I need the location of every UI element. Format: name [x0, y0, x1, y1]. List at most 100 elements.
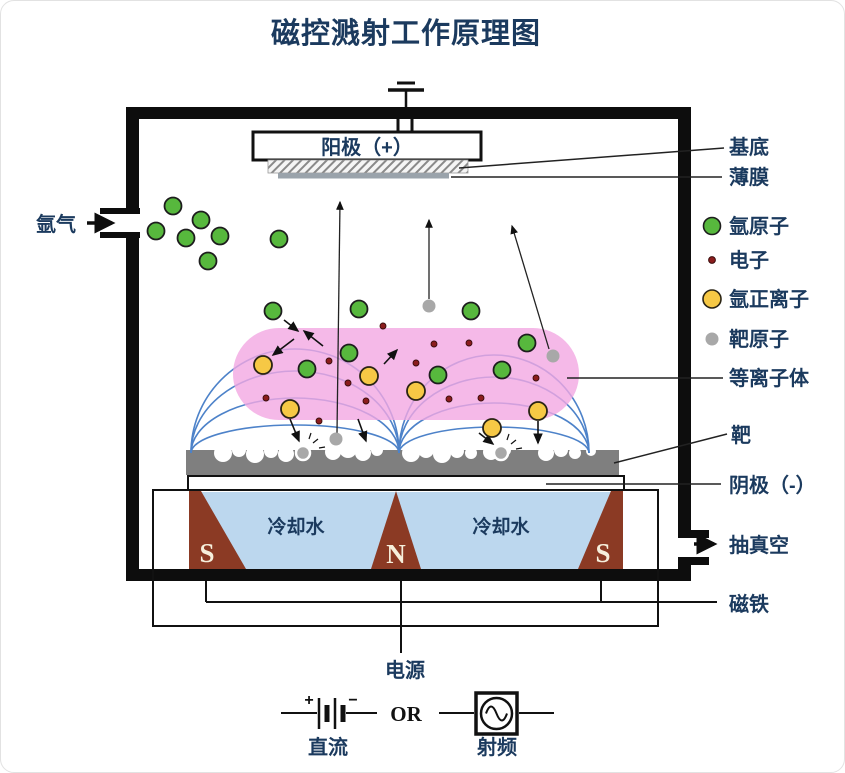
- page-title: 磁控溅射工作原理图: [271, 16, 541, 50]
- gas-inlet-label: 氩气: [36, 212, 76, 236]
- magnet-pole-label-left: S: [199, 538, 214, 568]
- cooling-water-label-right: 冷却水: [472, 515, 530, 538]
- impact-sparks: [308, 432, 523, 450]
- electron: [379, 322, 387, 330]
- plasma-region: [233, 328, 579, 420]
- target-pointer-line: [613, 433, 728, 464]
- argon-ion: [280, 399, 300, 419]
- dc-battery-symbol: [281, 698, 377, 729]
- argon-atom: [339, 343, 359, 363]
- legend-cathode-label: 阴极（-）: [729, 473, 816, 497]
- erosion-cloud: [554, 443, 568, 457]
- target-atoms: [329, 299, 560, 446]
- erosion-cloud: [214, 444, 232, 462]
- electron: [315, 417, 323, 425]
- erosion-cloud: [339, 440, 357, 458]
- magnet-pole-label-center: N: [386, 539, 406, 569]
- magnet-south-left: [189, 491, 246, 569]
- electron: [344, 379, 352, 387]
- erosion-cloud: [246, 445, 264, 463]
- argon-ion: [359, 366, 379, 386]
- electron: [445, 395, 453, 403]
- erosion-cloud: [538, 445, 554, 461]
- chamber-wall-left-lower: [126, 232, 139, 581]
- erosion-cloud: [569, 447, 581, 459]
- electrons: [262, 322, 540, 425]
- erosion-cloud: [450, 444, 464, 458]
- argon-atom: [428, 365, 448, 385]
- argon-atom: [176, 228, 196, 248]
- gas-inlet-stub-bottom: [100, 232, 140, 238]
- vacuum-port-stub-top: [678, 530, 709, 538]
- rf-label: 射频: [476, 735, 517, 759]
- legend-argon-ion-icon: [702, 289, 722, 309]
- power-supply-label: 电源: [385, 659, 425, 682]
- erosion-cloud: [278, 446, 294, 462]
- substrate-pointer-line: [458, 147, 725, 169]
- vacuum-port-stub-bottom: [678, 557, 709, 565]
- legend-target-label: 靶: [731, 423, 751, 447]
- argon-ions: [253, 355, 548, 438]
- sputtered-atom: [492, 444, 510, 462]
- argon-ion: [406, 381, 426, 401]
- erosion-cloud: [355, 445, 371, 461]
- gas-inlet-stub-top: [100, 208, 140, 214]
- target-atom: [329, 432, 343, 446]
- argon-atom: [349, 299, 369, 319]
- argon-atom: [146, 221, 166, 241]
- electron: [532, 374, 540, 382]
- electron: [362, 397, 370, 405]
- chamber-wall-top: [126, 107, 691, 119]
- erosion-cloud: [433, 445, 451, 463]
- chamber-wall-bottom: [126, 569, 691, 581]
- atom-trajectory-arrows: [335, 200, 550, 434]
- cathode-plate: [187, 475, 625, 491]
- collision-arrows: [271, 319, 543, 445]
- argon-ion: [528, 401, 548, 421]
- legend-target-atom-label: 靶原子: [729, 327, 789, 351]
- anode-label: 阳极（+）: [321, 135, 413, 159]
- argon-atom: [269, 229, 289, 249]
- argon-ion: [253, 355, 273, 375]
- legend-substrate-label: 基底: [729, 135, 769, 159]
- legend-target-atom-icon: [705, 332, 719, 346]
- cooling-water-label-left: 冷却水: [267, 515, 325, 538]
- erosion-cloud: [402, 444, 420, 462]
- ground-symbol: [388, 81, 424, 107]
- argon-atom: [163, 196, 183, 216]
- legend-electron-icon: [708, 256, 716, 264]
- argon-atom: [191, 210, 211, 230]
- erosion-cloud: [418, 442, 434, 458]
- sine-wave-icon: [485, 705, 508, 722]
- argon-atom: [210, 226, 230, 246]
- magnet-housing-box: [152, 489, 659, 627]
- legend-electron-label: 电子: [729, 249, 769, 272]
- argon-atom: [492, 360, 512, 380]
- magnet-north-center: [371, 491, 421, 569]
- electron: [465, 339, 473, 347]
- thin-film-layer: [278, 173, 449, 179]
- sputtered-atom: [294, 444, 312, 462]
- chamber-wall-left-upper: [126, 107, 139, 214]
- sputtered-impact-atoms: [294, 444, 510, 462]
- electron: [477, 394, 485, 402]
- pointer-lines: [451, 147, 728, 485]
- or-label: OR: [390, 702, 422, 726]
- electron: [430, 340, 438, 348]
- legend-argon-atom-icon: [702, 216, 722, 236]
- electron: [412, 359, 420, 367]
- substrate-slab: [267, 159, 469, 174]
- chamber-wall-right-upper: [678, 107, 691, 531]
- rf-source-symbol: [439, 691, 554, 736]
- electron: [325, 357, 333, 365]
- vacuum-chamber-walls: [100, 107, 709, 581]
- erosion-cloud: [232, 443, 246, 457]
- target-atom: [546, 349, 560, 363]
- legend-film-label: 薄膜: [729, 165, 769, 189]
- legend-argon-atom-label: 氩原子: [729, 214, 789, 238]
- battery-plus-sign: +: [304, 692, 313, 709]
- argon-atom: [517, 333, 537, 353]
- erosion-cloud: [264, 444, 278, 458]
- magnet-circuit-wires: [205, 581, 717, 653]
